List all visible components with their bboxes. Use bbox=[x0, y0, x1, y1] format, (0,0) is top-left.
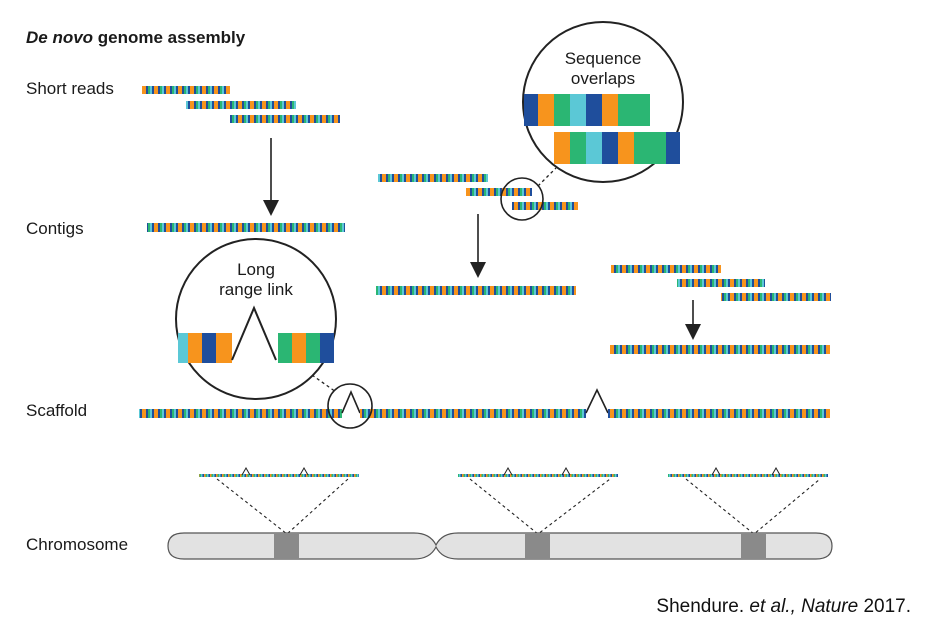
citation: Shendure. et al., Nature 2017. bbox=[656, 596, 911, 618]
chromosome bbox=[167, 532, 833, 560]
scaffold-segment bbox=[360, 409, 586, 418]
sequence-overlaps-callout: Sequence overlaps bbox=[522, 21, 684, 183]
link-label-line1: Long bbox=[237, 260, 275, 279]
overlap-zoom-circle bbox=[500, 177, 544, 221]
link-label-line2: range link bbox=[219, 280, 293, 299]
projection-lines bbox=[216, 478, 821, 535]
mini-scaffold-3 bbox=[668, 466, 828, 477]
chromosome-body bbox=[167, 532, 833, 560]
citation-authors: Shendure. bbox=[656, 596, 750, 617]
contig-2 bbox=[376, 286, 576, 295]
scaffold-segment bbox=[608, 409, 830, 418]
contig-1 bbox=[147, 223, 345, 232]
overlap-read-top bbox=[524, 94, 650, 126]
mini-scaffold-1 bbox=[199, 466, 359, 477]
long-range-link-callout: Long range link bbox=[175, 238, 337, 400]
overlap-read-bottom bbox=[554, 132, 680, 164]
diagram-title: De novo genome assembly bbox=[26, 28, 245, 48]
label-chromosome: Chromosome bbox=[26, 535, 129, 554]
scaffold-gap bbox=[585, 388, 609, 414]
citation-etal: et al., bbox=[749, 596, 802, 617]
read bbox=[611, 265, 721, 273]
link-peak bbox=[231, 305, 277, 361]
title-rest: genome assembly bbox=[93, 28, 246, 47]
read bbox=[142, 86, 230, 94]
overlap-label-line1: Sequence bbox=[565, 49, 642, 68]
contig-3 bbox=[610, 345, 830, 354]
read bbox=[721, 293, 831, 301]
short-reads-right bbox=[611, 265, 831, 301]
label-scaffold: Scaffold bbox=[26, 401, 88, 420]
scaffold-segment bbox=[139, 409, 342, 418]
citation-journal: Nature bbox=[801, 596, 859, 617]
short-reads-left bbox=[142, 86, 340, 123]
title-italic-part: De novo bbox=[26, 28, 94, 47]
read bbox=[677, 279, 765, 287]
short-reads-middle bbox=[378, 174, 578, 210]
chromosome-band bbox=[274, 533, 299, 559]
label-short-reads: Short reads bbox=[26, 79, 114, 98]
citation-year: 2017. bbox=[858, 596, 911, 617]
scaffold-gap bbox=[341, 389, 361, 414]
read bbox=[186, 101, 296, 109]
read bbox=[466, 188, 532, 196]
scaffold bbox=[139, 388, 830, 418]
label-contigs: Contigs bbox=[26, 219, 84, 238]
read bbox=[512, 202, 578, 210]
read bbox=[378, 174, 488, 182]
chromosome-band bbox=[741, 533, 766, 559]
link-left-segment bbox=[178, 333, 232, 363]
chromosome-band bbox=[525, 533, 550, 559]
link-right-segment bbox=[278, 333, 334, 363]
link-dashed-connector bbox=[311, 374, 337, 393]
scaffold-link-circle bbox=[327, 383, 373, 429]
read bbox=[230, 115, 340, 123]
mini-scaffold-2 bbox=[458, 466, 618, 477]
overlap-label-line2: overlaps bbox=[571, 69, 635, 88]
overlap-dashed-connector bbox=[537, 167, 557, 187]
